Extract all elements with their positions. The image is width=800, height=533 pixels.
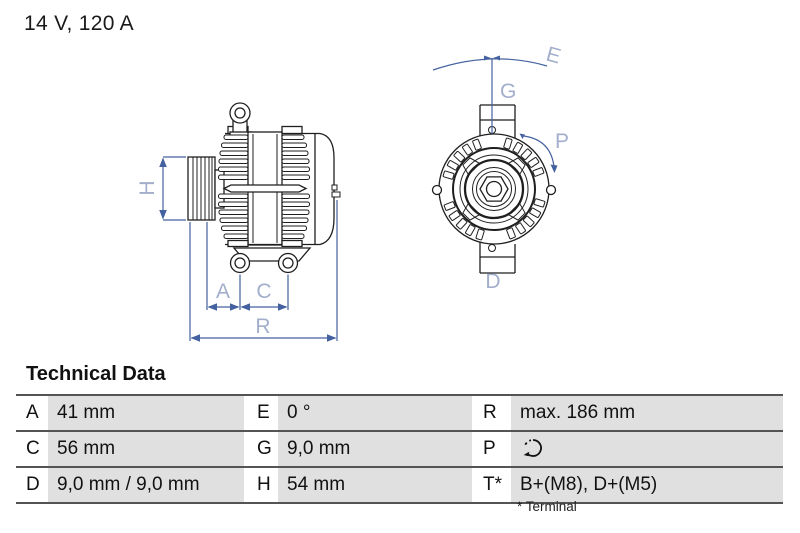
- tech-key-h: H: [244, 468, 278, 502]
- tech-value-a: 41 mm: [48, 396, 244, 430]
- technical-data-table: A 41 mm E 0 ° R max. 186 mm C 56 mm G 9,…: [16, 394, 783, 504]
- page-title: 14 V, 120 A: [24, 12, 134, 35]
- alternator-front-view-drawing: E G P D: [431, 43, 569, 293]
- tech-value-h: 54 mm: [278, 468, 472, 502]
- dim-label-h: H: [136, 180, 159, 195]
- dim-label-d: D: [485, 270, 500, 293]
- side-view-dimension-labels: H A C R: [136, 180, 272, 338]
- rear-cover: [314, 132, 335, 246]
- front-fin-stack: [218, 134, 249, 239]
- technical-data-heading: Technical Data: [26, 363, 166, 385]
- front-view-dimension-labels: E G P D: [485, 43, 569, 293]
- dim-label-a: A: [216, 280, 230, 303]
- dim-label-r: R: [255, 315, 270, 338]
- table-row: D 9,0 mm / 9,0 mm H 54 mm T* B+(M8), D+(…: [16, 466, 783, 504]
- dimension-arrowheads: [484, 55, 558, 173]
- front-view-body: [431, 104, 557, 274]
- side-view-body: [187, 102, 341, 274]
- tech-key-c: C: [16, 432, 48, 466]
- left-ear-eyelet: [431, 184, 443, 196]
- angle-arc-e: [432, 58, 548, 71]
- tech-value-c: 56 mm: [48, 432, 244, 466]
- table-row: C 56 mm G 9,0 mm P: [16, 430, 783, 466]
- front-view-dimensions: [432, 58, 555, 168]
- dim-label-p: P: [555, 130, 569, 153]
- right-ear-eyelet: [545, 184, 557, 196]
- tech-value-p: [511, 432, 783, 466]
- tech-key-e: E: [244, 396, 278, 430]
- dim-label-e: E: [544, 43, 563, 69]
- rear-fin-stack: [281, 134, 310, 239]
- tech-value-d: 9,0 mm / 9,0 mm: [48, 468, 244, 502]
- tech-value-g: 9,0 mm: [278, 432, 472, 466]
- pulley: [187, 156, 225, 221]
- alternator-side-view-drawing: H A C R: [136, 102, 341, 342]
- rotation-direction-icon: [523, 439, 542, 457]
- bottom-mounting-bracket: [229, 247, 312, 274]
- tech-value-r: max. 186 mm: [511, 396, 783, 430]
- tech-key-g: G: [244, 432, 278, 466]
- tech-value-e: 0 °: [278, 396, 472, 430]
- tech-value-t: B+(M8), D+(M5): [511, 468, 783, 502]
- rotation-arrow-p: [523, 135, 555, 168]
- tech-key-a: A: [16, 396, 48, 430]
- tech-key-t: T*: [472, 468, 511, 502]
- table-row: A 41 mm E 0 ° R max. 186 mm: [16, 394, 783, 430]
- dim-label-c: C: [256, 280, 271, 303]
- tech-key-p: P: [472, 432, 511, 466]
- dim-label-g: G: [500, 80, 516, 103]
- shaft-nut-hex: [479, 176, 509, 202]
- front-bottom-lug: [479, 242, 516, 274]
- terminal-footnote: * Terminal: [517, 499, 577, 514]
- front-top-lug: [479, 104, 516, 138]
- tech-key-r: R: [472, 396, 511, 430]
- terminal-stud: [331, 184, 341, 198]
- tech-key-d: D: [16, 468, 48, 502]
- side-view-dimensions: [159, 156, 338, 342]
